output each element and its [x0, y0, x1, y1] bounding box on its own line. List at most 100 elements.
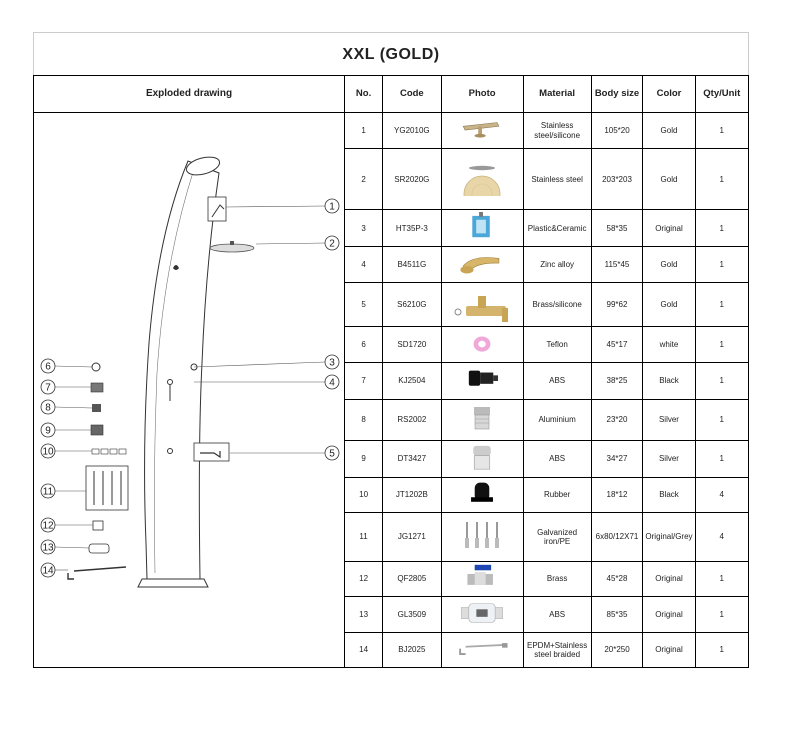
ball-valve-icon — [467, 565, 494, 586]
part-code-text: DT3427 — [397, 454, 427, 463]
part-no: 8 — [343, 398, 384, 441]
part-no-text: 3 — [361, 223, 366, 233]
part-qty-text: 4 — [719, 490, 724, 500]
part-color-text: Black — [659, 490, 679, 500]
part-size-text: 85*35 — [606, 609, 628, 619]
part-material-text: Galvanized iron/PE — [537, 527, 578, 546]
rubber-cap-part-icon — [100, 448, 109, 455]
part-color: Black — [642, 362, 696, 400]
part-no: 3 — [343, 209, 384, 248]
part-code-text: GL3509 — [397, 609, 427, 619]
col-header-no: No. — [343, 75, 384, 113]
part-photo-slot — [442, 479, 522, 510]
part-color: Gold — [642, 111, 696, 150]
part-body-size: 115*45 — [590, 246, 644, 284]
part-no: 12 — [343, 560, 384, 597]
part-photo-slot — [442, 115, 522, 147]
part-no: 9 — [343, 439, 384, 478]
part-color: Black — [642, 476, 696, 513]
part-body-size: 38*25 — [590, 362, 644, 400]
part-material-text: ABS — [549, 454, 566, 463]
table-header-row: Exploded drawing No. Code Photo Material… — [33, 75, 750, 113]
part-body-size: 23*20 — [590, 398, 644, 441]
table-row: 2 SR2020G Stainless steel 203*203 Gold 1 — [34, 148, 750, 211]
column-base — [137, 578, 209, 588]
part-color-text: Gold — [660, 260, 678, 270]
col-header-photo: Photo — [440, 75, 524, 113]
part-size-text: 45*28 — [606, 574, 628, 584]
part-body-size: 45*28 — [590, 560, 644, 597]
teflon-part-icon — [91, 362, 101, 372]
part-no-text: 7 — [361, 376, 366, 386]
part-photo — [440, 439, 524, 478]
part-code: GL3509 — [382, 595, 442, 633]
rubber-cap-part-icon — [91, 448, 100, 455]
hose-connector-icon — [468, 370, 499, 386]
callout-circle — [40, 443, 56, 459]
table-row: 8 RS2002 Aluminium 23*20 Silver 1 — [34, 398, 750, 441]
part-no-text: 2 — [361, 174, 366, 184]
part-code: RS2002 — [382, 398, 442, 441]
part-material: Galvanized iron/PE — [522, 511, 592, 562]
part-photo-slot — [442, 634, 522, 665]
part-color-text: Gold — [660, 174, 678, 184]
part-size-text: 34*27 — [606, 454, 628, 463]
shower-column-outline — [144, 160, 220, 580]
part-no-text: 10 — [359, 490, 369, 500]
part-code: SR2020G — [382, 148, 442, 211]
part-photo — [440, 209, 524, 248]
part-qty-text: 1 — [719, 260, 724, 270]
col-header-code: Code — [382, 75, 442, 113]
callout-leader-line — [54, 546, 90, 549]
part-photo-slot — [442, 520, 522, 554]
part-photo — [440, 560, 524, 597]
callout-circle — [324, 374, 340, 390]
adapter-part-icon — [92, 404, 101, 412]
part-body-size: 6x80/12X71 — [590, 511, 644, 562]
part-photo — [440, 631, 524, 669]
part-no-text: 8 — [361, 414, 366, 424]
part-body-size: 18*12 — [590, 476, 644, 513]
table-row: 4 B4511G Zinc alloy 115*45 Gold 1 — [34, 246, 750, 284]
part-material-text: Teflon — [546, 340, 568, 350]
teflon-ring-icon — [473, 336, 491, 352]
part-qty: 1 — [694, 631, 750, 669]
part-no: 14 — [343, 631, 384, 669]
callout-circle — [40, 422, 56, 438]
callout-leader-line — [54, 365, 93, 368]
part-no-text: 5 — [361, 300, 366, 310]
part-color-text: Black — [659, 376, 679, 386]
table-row: 11 JG1271 Galvanized iron/PE 6x80/12X71 … — [34, 511, 750, 562]
col-header-material: Material — [522, 75, 592, 113]
part-body-size: 203*203 — [590, 148, 644, 211]
part-qty-text: 4 — [719, 532, 724, 542]
callout-circle — [324, 354, 340, 370]
part-color: Gold — [642, 148, 696, 211]
part-no-text: 11 — [359, 532, 368, 542]
table-row: 6 SD1720 Teflon 45*17 white 1 — [34, 326, 750, 364]
callout-number: 2 — [329, 239, 335, 250]
part-size-text: 115*45 — [604, 260, 630, 270]
parts-table: Exploded drawing No. Code Photo Material… — [33, 75, 750, 669]
part-photo-slot — [442, 329, 522, 361]
callout-leader-line — [225, 205, 326, 208]
part-photo — [440, 595, 524, 633]
col-header-body-size: Body size — [590, 75, 644, 113]
foot-tap-box — [193, 442, 230, 462]
shower-arm-icon — [211, 204, 225, 218]
table-row: 14 BJ2025 EPDM+Stainless steel braided 2… — [34, 631, 750, 669]
part-code-text: JT1202B — [395, 490, 428, 500]
hose-part-icon — [67, 566, 127, 580]
part-code-text: S6210G — [397, 300, 427, 310]
part-no: 4 — [343, 246, 384, 284]
braided-hose-icon — [459, 643, 508, 656]
part-photo — [440, 511, 524, 562]
column-top-cap — [185, 156, 221, 176]
callout-number: 7 — [45, 383, 51, 394]
rain-head-icon — [209, 243, 255, 253]
callout-number: 1 — [329, 202, 335, 213]
part-no: 13 — [343, 595, 384, 633]
part-code: SD1720 — [382, 326, 442, 364]
col-header-qty: Qty/Unit — [694, 75, 750, 113]
